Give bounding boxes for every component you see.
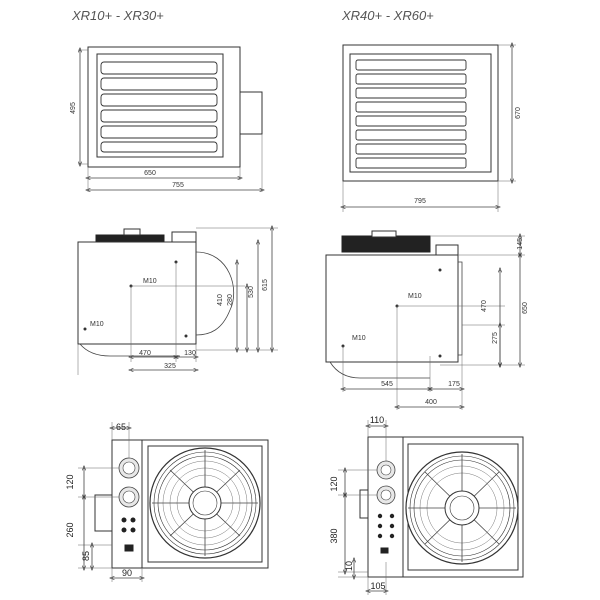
dim-10: 10: [344, 561, 354, 571]
label-m10-top: M10: [143, 278, 157, 285]
dim-755: 755: [172, 182, 184, 189]
dim-530: 530: [248, 286, 255, 298]
xr10-rear-view: 65 120 260 85 90: [65, 422, 269, 582]
dim-545: 545: [381, 381, 393, 388]
dim-120-xr40: 120: [329, 476, 339, 491]
label-m10-top-xr40: M10: [408, 293, 422, 300]
dim-175: 175: [448, 381, 460, 388]
xr10-side-view: M10 M10 280 410 530 615 470 130 325: [77, 228, 278, 375]
dim-325: 325: [164, 363, 176, 370]
xr40-front-view: 670 795: [343, 45, 522, 212]
dim-495: 495: [70, 102, 77, 114]
dim-105: 105: [370, 581, 385, 591]
dim-380: 380: [329, 528, 339, 543]
dim-110: 110: [370, 415, 384, 425]
dim-90: 90: [122, 568, 132, 578]
xr40-rear-view: 110 120 380 10 105: [329, 415, 524, 595]
xr10-front-view: 495 650 755: [70, 46, 262, 192]
dim-470: 470: [139, 350, 151, 357]
dim-65: 65: [116, 422, 126, 432]
dim-650: 650: [144, 170, 156, 177]
dim-130: 130: [184, 350, 196, 357]
title-xr40-xr60: XR40+ - XR60+: [341, 8, 434, 23]
dim-145: 145: [517, 238, 524, 250]
dim-650: 650: [522, 302, 529, 314]
xr40-side-view: M10 M10 145 650 470 275 545 175 400: [325, 230, 529, 410]
dim-280: 280: [227, 294, 234, 306]
dim-275: 275: [492, 332, 499, 344]
dim-470-xr40: 470: [481, 300, 488, 312]
label-m10-bottom: M10: [90, 321, 104, 328]
dim-400: 400: [425, 399, 437, 406]
dim-615: 615: [262, 279, 269, 291]
dim-85: 85: [81, 551, 91, 561]
dim-260: 260: [65, 522, 75, 537]
label-m10-bottom-xr40: M10: [352, 335, 366, 342]
dim-670: 670: [515, 107, 522, 119]
dim-410: 410: [217, 294, 224, 306]
title-xr10-xr30: XR10+ - XR30+: [71, 8, 164, 23]
dim-795: 795: [414, 198, 426, 205]
dim-120: 120: [65, 474, 75, 489]
